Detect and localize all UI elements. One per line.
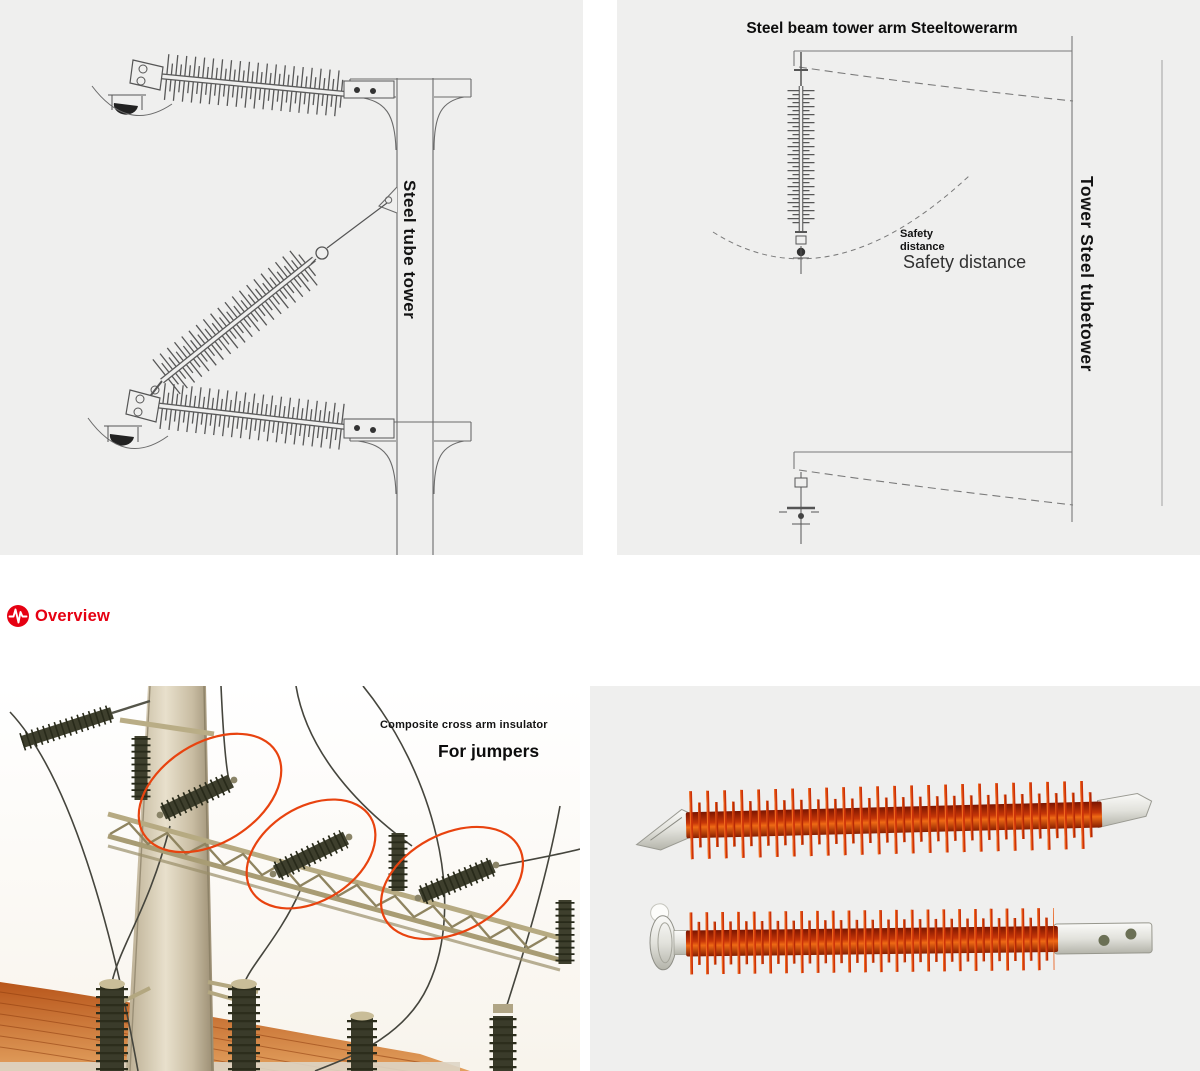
steel-tube-tower-panel: Steel tube tower <box>0 0 583 555</box>
lower-arm-fitting <box>779 472 819 544</box>
concrete-pole <box>119 686 215 1071</box>
safety-distance-small-label: Safety distance <box>900 228 945 253</box>
panel-title: Steel beam tower arm Steeltowerarm <box>746 20 1018 37</box>
horizontal-insulator-bottom <box>87 383 395 450</box>
steel-beam-tower-arm-panel: Steel beam tower arm Steeltowerarm <box>617 0 1200 555</box>
photo-caption-large: For jumpers <box>438 741 540 761</box>
tower-and-arms <box>793 36 1163 522</box>
diagonal-insulator <box>147 202 388 400</box>
composite-insulator-products <box>635 780 1153 975</box>
photo-caption-small: Composite cross arm insulator <box>380 719 548 731</box>
beam-arm-diagram <box>712 36 1163 544</box>
overview-heading: Overview <box>6 604 110 628</box>
highlight-ellipses <box>137 732 525 941</box>
horizontal-insulator-top <box>91 54 395 117</box>
product-insulator-top <box>635 780 1153 860</box>
product-insulator-bottom <box>649 903 1153 975</box>
installation-photo: Composite cross arm insulator For jumper… <box>0 686 580 1071</box>
product-photos-panel <box>590 686 1200 1071</box>
installation-photo-art <box>0 686 580 1071</box>
cross-arm-insulators <box>19 699 575 964</box>
suspension-insulator <box>787 52 815 274</box>
safety-distance-arc <box>712 175 970 260</box>
overview-label: Overview <box>35 606 110 625</box>
pulse-icon <box>7 605 29 627</box>
tower-steel-tube-label: Tower Steel tubetower <box>1077 176 1097 372</box>
steel-tube-tower-label: Steel tube tower <box>400 180 419 320</box>
safety-distance-large-label: Safety distance <box>903 252 1027 272</box>
bushings <box>96 979 517 1071</box>
steel-tube-tower-diagram <box>87 54 472 555</box>
lattice-cross-arm <box>107 811 561 1006</box>
tower-structure <box>349 78 472 555</box>
